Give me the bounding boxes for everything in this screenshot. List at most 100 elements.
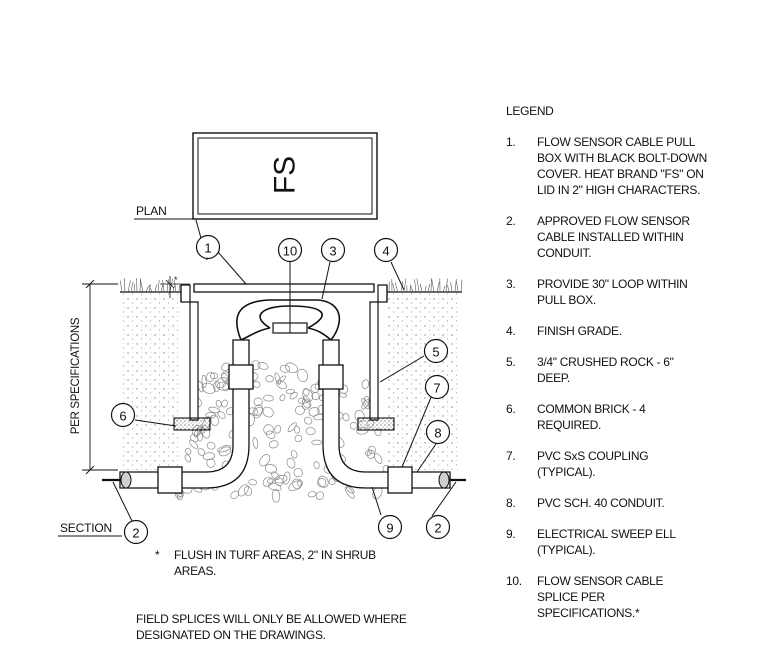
callout-7: 7: [424, 374, 450, 400]
plan-view: FS PLAN: [134, 132, 378, 220]
grass-blade: [450, 281, 453, 293]
box-wall-right: [369, 284, 388, 421]
grass-blade: [172, 285, 175, 293]
fs-lid-text: FS: [269, 156, 302, 194]
gravel-stone: [217, 410, 226, 419]
gravel-stone: [208, 406, 221, 414]
box-lid: [193, 283, 375, 293]
grass-blade: [416, 278, 420, 293]
grass-blade: [424, 285, 427, 293]
svg-text:2: 2: [132, 526, 139, 541]
callout-9: 9: [377, 514, 403, 540]
svg-text:8: 8: [434, 426, 441, 441]
gravel-stone: [252, 404, 263, 419]
gravel-stone: [270, 471, 280, 480]
flush-dimension: *: [160, 275, 190, 298]
gravel-stone: [366, 449, 375, 459]
gravel-stone: [287, 422, 297, 433]
grass-blade: [123, 278, 126, 293]
grass-blade: [119, 280, 123, 293]
box-wall-left: [180, 284, 199, 421]
legend-item: 3.PROVIDE 30" LOOP WITHIN PULL BOX.: [506, 277, 688, 307]
gravel-stone: [268, 440, 279, 449]
gravel-stone: [206, 441, 216, 450]
gravel-stone: [267, 478, 275, 484]
svg-text:4: 4: [382, 244, 389, 259]
legend-list: 1.FLOW SENSOR CABLE PULL BOX WITH BLACK …: [506, 134, 756, 621]
gravel-stone: [301, 402, 311, 410]
section-view: * PER SPECIFICATIONS: [58, 275, 466, 537]
grass-blade: [436, 282, 440, 293]
callout-4: 4: [373, 237, 399, 263]
grass-blade: [447, 284, 450, 293]
plan-label: PLAN: [136, 204, 167, 218]
legend-item: 1.FLOW SENSOR CABLE PULL BOX WITH BLACK …: [506, 135, 707, 197]
gravel-stone: [277, 375, 286, 384]
gravel-stone: [218, 446, 232, 457]
gravel-stone: [265, 430, 276, 439]
gravel-stone: [215, 399, 222, 408]
grass: [119, 278, 463, 293]
gravel-stone: [290, 450, 298, 459]
grass-blade: [166, 279, 169, 293]
gravel-stone: [268, 483, 282, 491]
grass-blade: [157, 279, 160, 293]
callout-5: 5: [423, 338, 449, 364]
gravel-stone: [221, 362, 230, 372]
grass-blade: [454, 278, 457, 293]
legend-item: 2.APPROVED FLOW SENSOR CABLE INSTALLED W…: [506, 214, 690, 260]
gravel-stone: [264, 464, 277, 474]
gravel-stone: [365, 449, 372, 456]
gravel-stone: [271, 488, 281, 503]
section-label: SECTION: [60, 521, 112, 535]
gravel-stone: [220, 373, 229, 382]
gravel-stone: [315, 491, 324, 500]
gravel-stone: [342, 413, 350, 422]
svg-text:10: 10: [283, 244, 297, 259]
svg-text:2: 2: [434, 521, 441, 536]
gravel-stone: [289, 391, 298, 400]
gravel-stone: [248, 479, 258, 486]
grass-blade: [130, 281, 134, 293]
grass-blade: [127, 280, 131, 293]
gravel-stone: [279, 394, 286, 402]
grass-blade: [456, 280, 459, 293]
grass-blade: [445, 278, 448, 293]
asterisk: *: [155, 548, 160, 562]
gravel-stone: [209, 372, 219, 380]
legend-item: 6.COMMON BRICK - 4 REQUIRED.: [506, 402, 646, 432]
gravel-stone: [230, 490, 239, 499]
gravel-stone: [374, 453, 383, 464]
gravel-stone: [184, 454, 192, 463]
legend-item: 9.ELECTRICAL SWEEP ELL (TYPICAL).: [506, 527, 676, 557]
grass-blade: [174, 280, 177, 293]
grass-blade: [403, 278, 407, 293]
gravel-stone: [263, 394, 274, 402]
cable-loop: [236, 299, 341, 341]
gravel-stone: [253, 397, 263, 407]
gravel-stone: [297, 479, 303, 487]
gravel-stone: [294, 405, 305, 416]
callout-3: 3: [320, 237, 346, 263]
gravel-stone: [361, 379, 370, 390]
grass-blade: [392, 283, 396, 293]
coupling-right-vertical: [318, 364, 344, 390]
svg-text:3: 3: [329, 244, 336, 259]
svg-text:9: 9: [386, 521, 393, 536]
grass-blade: [145, 285, 149, 293]
soil-right: [387, 292, 460, 470]
gravel-stone: [344, 486, 355, 499]
legend-item: 5.3/4" CRUSHED ROCK - 6" DEEP.: [506, 355, 674, 385]
gravel-stone: [244, 485, 252, 497]
gravel-stone: [202, 452, 216, 461]
coupling-right-horizontal: [387, 466, 413, 494]
grass-blade: [154, 284, 157, 293]
grass-blade: [148, 283, 151, 293]
gravel-stone: [237, 484, 249, 497]
gravel-stone: [349, 422, 358, 430]
callout-2-left: 2: [123, 519, 149, 545]
gravel-stone: [297, 368, 308, 383]
gravel-stone: [303, 416, 313, 425]
gravel-stone: [217, 445, 232, 453]
gravel-stone: [177, 493, 184, 501]
